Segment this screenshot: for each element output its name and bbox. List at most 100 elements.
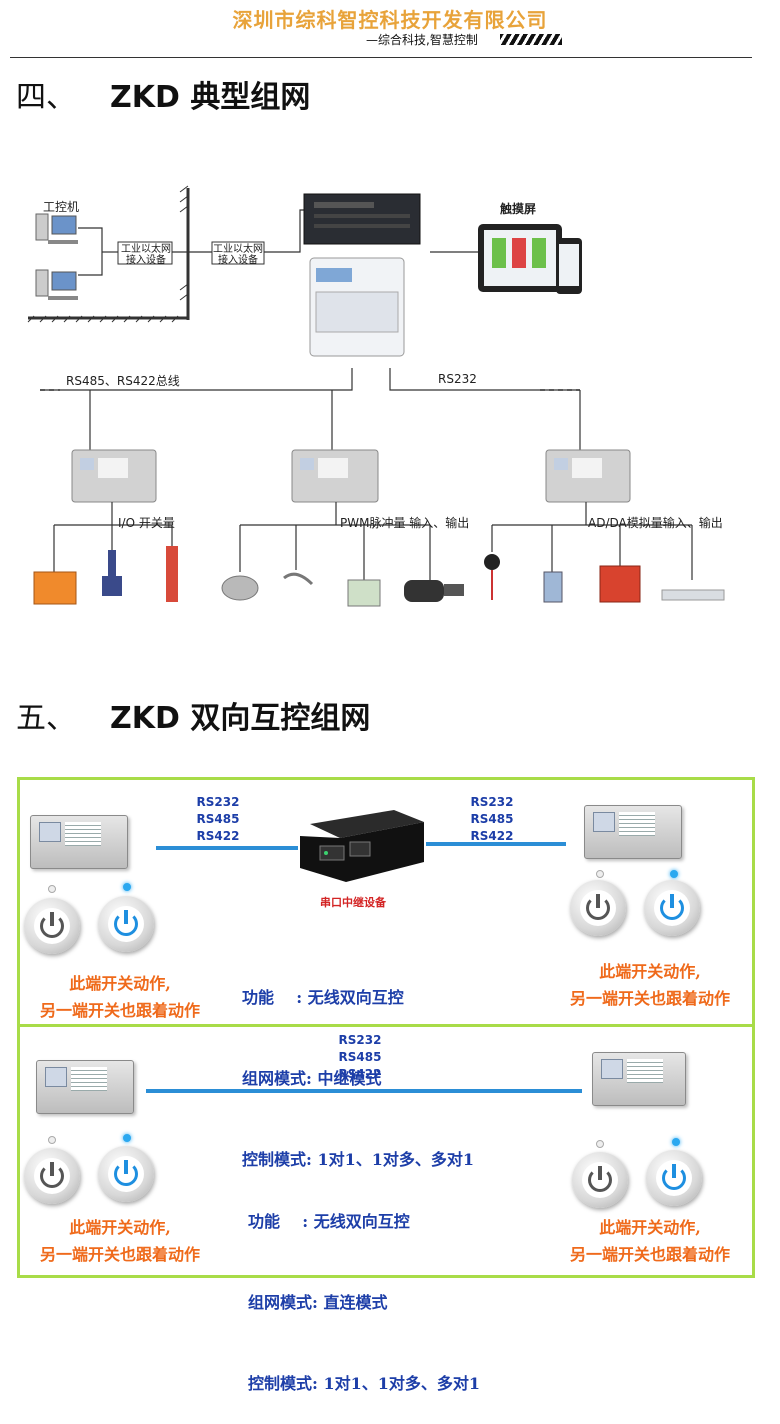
bottom-right-caption-line-2: 另一端开关也跟着动作 xyxy=(569,1245,730,1264)
industrial-pc-label: 工控机 xyxy=(43,200,80,214)
led-light-bar-icon xyxy=(661,589,725,601)
section-4-number: 四、 xyxy=(16,80,76,115)
plc-controller-icon xyxy=(309,257,405,357)
rack-server-icon xyxy=(303,193,421,245)
gateway-box-2 xyxy=(211,241,265,265)
bottom-info-network-mode: 组网模式: 直连模式 xyxy=(248,1293,388,1312)
bottom-info-block: 功能 : 无线双向互控 组网模式: 直连模式 控制模式: 1对1、1对多、多对1 xyxy=(248,1154,480,1424)
top-info-network-mode: 组网模式: 中继模式 xyxy=(242,1069,382,1088)
bottom-right-on-led xyxy=(672,1138,680,1146)
limit-switch-icon xyxy=(166,546,178,602)
explosion-proof-enclosure-icon xyxy=(599,565,641,603)
gateway-box-1 xyxy=(117,241,173,265)
top-right-rs232: RS232 xyxy=(470,795,514,809)
bottom-right-module xyxy=(592,1052,686,1106)
section-4-heading: ZKD 典型组网 xyxy=(110,80,311,115)
top-right-rs485: RS485 xyxy=(470,812,514,826)
slogan: —综合科技,智慧控制 xyxy=(366,33,478,47)
rs232-label: RS232 xyxy=(438,372,477,386)
bottom-left-off-led xyxy=(48,1136,56,1144)
io-switch-label: I/O 开关量 xyxy=(118,516,175,530)
bottom-rs485: RS485 xyxy=(338,1050,382,1064)
pwm-label: PWM脉冲量 输入、输出 xyxy=(340,516,470,530)
bottom-left-caption-line-2: 另一端开关也跟着动作 xyxy=(39,1245,200,1264)
top-right-caption-line-1: 此端开关动作, xyxy=(599,962,701,981)
gateway-1-label: 工业以太网 接入设备 xyxy=(120,244,172,266)
rs485-bus-label: RS485、RS422总线 xyxy=(66,374,180,388)
encoder-icon xyxy=(404,580,464,602)
top-left-power-switch-off[interactable] xyxy=(24,898,80,954)
top-left-caption-line-1: 此端开关动作, xyxy=(69,974,171,993)
io-module-2 xyxy=(291,449,379,503)
gateway-1-line-1: 工业以太网 xyxy=(121,244,171,255)
explosion-proof-box-icon xyxy=(33,571,77,605)
top-info-control-mode: 控制模式: 1对1、1对多、多对1 xyxy=(242,1150,475,1169)
top-left-on-led xyxy=(123,883,131,891)
bottom-protocols: RS232 RS485 RS422 xyxy=(330,1032,390,1083)
top-left-rs422: RS422 xyxy=(196,829,240,843)
bottom-right-caption-line-1: 此端开关动作, xyxy=(599,1218,701,1237)
power-icon xyxy=(654,890,690,926)
power-icon xyxy=(656,1160,692,1196)
counter-module-icon xyxy=(347,579,381,607)
building-wall xyxy=(27,185,190,323)
top-right-protocols: RS232 RS485 RS422 xyxy=(462,794,522,845)
top-left-protocols: RS232 RS485 RS422 xyxy=(188,794,248,845)
top-left-module xyxy=(30,815,128,869)
relay-device-label: 串口中继设备 xyxy=(320,896,386,909)
adda-label: AD/DA模拟量输入、输出 xyxy=(588,516,723,530)
top-right-caption-line-2: 另一端开关也跟着动作 xyxy=(569,989,730,1008)
section-5-title: 五、ZKD 双向互控组网 xyxy=(16,693,370,737)
bottom-right-power-switch-off[interactable] xyxy=(572,1152,628,1208)
io-module-3 xyxy=(545,449,631,503)
serial-relay-device-icon xyxy=(300,810,424,882)
industrial-pc-icon xyxy=(35,213,78,300)
top-right-power-switch-on[interactable] xyxy=(644,880,700,936)
typical-network-diagram xyxy=(27,185,725,607)
io-module-1 xyxy=(71,449,157,503)
gateway-2-label: 工业以太网 接入设备 xyxy=(212,244,264,266)
sensor-transmitter-icon xyxy=(102,550,122,596)
power-icon xyxy=(582,1162,618,1198)
top-right-off-led xyxy=(596,870,604,878)
bottom-left-on-led xyxy=(123,1134,131,1142)
bottom-left-power-switch-on[interactable] xyxy=(98,1146,154,1202)
section-4-title: 四、 ZKD 典型组网 xyxy=(16,72,310,116)
top-right-module xyxy=(584,805,682,859)
top-left-link xyxy=(156,846,298,850)
touchscreen-label: 触摸屏 xyxy=(500,202,537,216)
slogan-stripes-decoration xyxy=(500,34,562,45)
bottom-direct-link xyxy=(146,1089,582,1093)
top-info-block: 功能 : 无线双向互控 组网模式: 中继模式 控制模式: 1对1、1对多、多对1 xyxy=(242,930,474,1200)
touchscreen-icon xyxy=(478,224,582,294)
bottom-left-power-switch-off[interactable] xyxy=(24,1148,80,1204)
bottom-rs232: RS232 xyxy=(338,1033,382,1047)
bottom-info-function: 功能 : 无线双向互控 xyxy=(248,1212,410,1231)
bottom-right-power-switch-on[interactable] xyxy=(646,1150,702,1206)
top-right-rs422: RS422 xyxy=(470,829,514,843)
gateway-2-line-2: 接入设备 xyxy=(218,255,258,266)
top-left-rs232: RS232 xyxy=(196,795,240,809)
bottom-right-off-led xyxy=(596,1140,604,1148)
direct-mode-panel xyxy=(17,1024,755,1278)
bottom-left-caption: 此端开关动作, 另一端开关也跟着动作 xyxy=(22,1214,218,1268)
bottom-info-control-mode: 控制模式: 1对1、1对多、多对1 xyxy=(248,1374,481,1393)
company-name: 深圳市综科智控科技开发有限公司 xyxy=(232,8,548,32)
bottom-rs422: RS422 xyxy=(338,1067,382,1081)
top-left-caption: 此端开关动作, 另一端开关也跟着动作 xyxy=(22,970,218,1024)
section-5-number: 五、 xyxy=(16,701,76,736)
top-left-power-switch-on[interactable] xyxy=(98,896,154,952)
gateway-2-line-1: 工业以太网 xyxy=(213,244,263,255)
power-icon xyxy=(108,906,144,942)
top-left-off-led xyxy=(48,885,56,893)
power-icon xyxy=(108,1156,144,1192)
top-right-power-switch-off[interactable] xyxy=(570,880,626,936)
top-right-on-led xyxy=(670,870,678,878)
proximity-sensor-icon xyxy=(221,575,259,601)
gateway-1-line-2: 接入设备 xyxy=(126,255,166,266)
bottom-left-module xyxy=(36,1060,134,1114)
top-info-function: 功能 : 无线双向互控 xyxy=(242,988,404,1007)
top-left-rs485: RS485 xyxy=(196,812,240,826)
power-icon xyxy=(34,1158,70,1194)
top-left-caption-line-2: 另一端开关也跟着动作 xyxy=(39,1001,200,1020)
